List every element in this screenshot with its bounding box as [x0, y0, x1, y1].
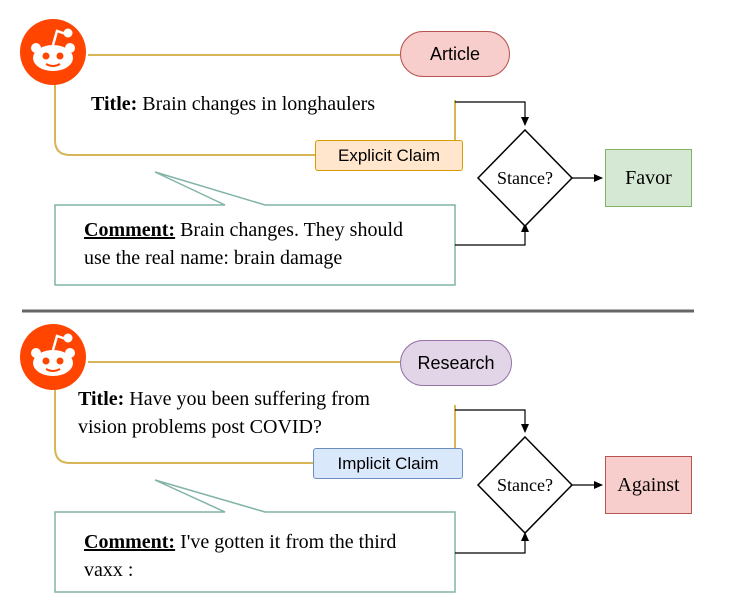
result-box-favor: Favor — [605, 149, 692, 207]
title-line-1: Brain changes in longhaulers — [142, 93, 376, 115]
comment-label: Comment: — [84, 531, 176, 553]
result-label: Against — [617, 473, 680, 496]
stance-diamond-top — [476, 128, 574, 228]
source-badge-research: Research — [400, 340, 512, 386]
title-line-1: Have you been suffering from — [129, 388, 370, 410]
post-title: Title: Have you been suffering from visi… — [78, 385, 370, 441]
comment-line-1: Brain changes. They should — [180, 219, 404, 241]
reddit-logo-icon — [20, 19, 86, 85]
source-badge-label: Article — [429, 43, 480, 64]
claim-tag-label: Implicit Claim — [337, 453, 439, 473]
claim-tag-implicit: Implicit Claim — [313, 448, 463, 479]
title-label: Title: — [91, 93, 138, 115]
comment-text: Comment: I've gotten it from the third v… — [84, 528, 396, 584]
comment-text: Comment: Brain changes. They should use … — [84, 216, 403, 272]
reddit-logo-icon — [20, 324, 86, 390]
stance-label: Stance? — [497, 474, 553, 495]
result-label: Favor — [625, 166, 672, 189]
comment-line-2: vaxx : — [84, 559, 134, 581]
comment-callout-bottom — [54, 479, 456, 593]
result-box-against: Against — [605, 456, 692, 514]
title-label: Title: — [78, 388, 125, 410]
post-title: Title: Brain changes in longhaulers — [91, 90, 375, 118]
claim-tag-label: Explicit Claim — [337, 145, 441, 165]
source-badge-label: Research — [417, 352, 495, 373]
comment-line-2: use the real name: brain damage — [84, 247, 343, 269]
claim-tag-explicit: Explicit Claim — [315, 140, 463, 171]
stance-diamond-bottom — [476, 435, 574, 535]
comment-line-1: I've gotten it from the third — [180, 531, 397, 553]
comment-callout-top — [54, 171, 456, 286]
source-badge-article: Article — [400, 31, 510, 77]
title-line-2: vision problems post COVID? — [78, 416, 322, 438]
stance-label: Stance? — [497, 167, 553, 188]
comment-label: Comment: — [84, 219, 176, 241]
